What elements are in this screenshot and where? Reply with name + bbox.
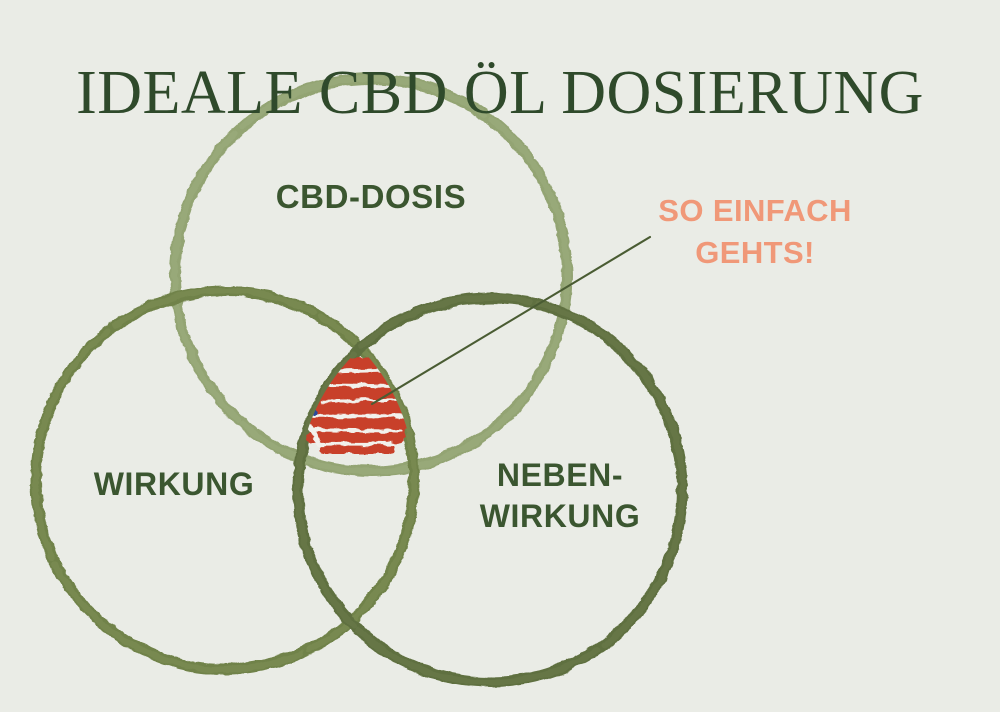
venn-label-nebenwirkung-line1: NEBEN- (496, 457, 624, 493)
venn-label-wirkung: WIRKUNG (93, 466, 255, 502)
venn-circle-cbd-dosis (169, 73, 573, 477)
intersection-callout: SO EINFACH GEHTS! (610, 190, 900, 274)
intersection-callout-line1: SO EINFACH (658, 193, 852, 228)
venn-label-nebenwirkung: NEBEN- WIRKUNG (400, 455, 720, 537)
callout-leader-line (370, 235, 652, 406)
intersection-callout-line2: GEHTS! (695, 235, 815, 271)
venn-circle-wirkung (30, 285, 420, 675)
venn-label-cbd-dosis: CBD-DOSIS (275, 178, 467, 215)
venn-label-nebenwirkung-line2: WIRKUNG (479, 497, 641, 534)
page-title: IDEALE CBD ÖL DOSIERUNG (76, 59, 924, 127)
venn-circle-nebenwirkung (292, 292, 688, 688)
